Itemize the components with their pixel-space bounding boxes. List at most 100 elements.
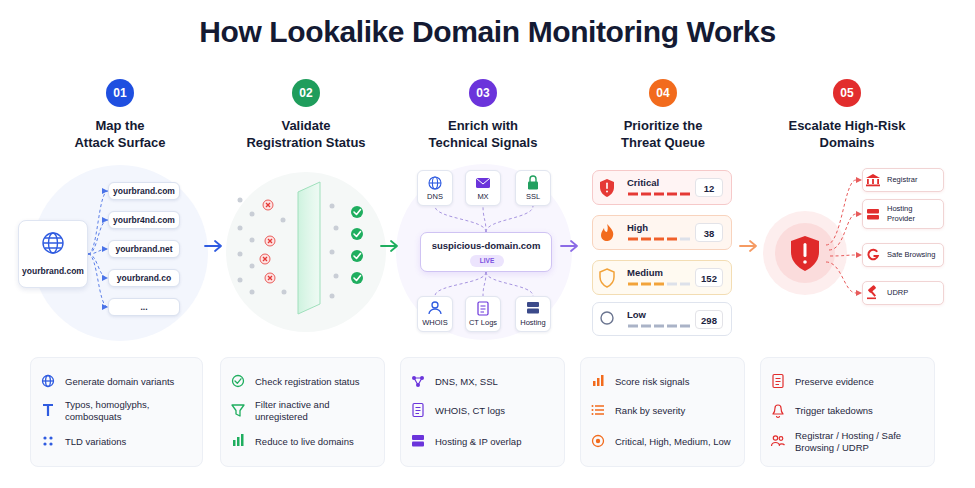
- step-number-text: 02: [292, 79, 320, 107]
- stage-two-illustration-part-part: [238, 198, 243, 203]
- panel-two-icons-part-part: [241, 434, 244, 446]
- stage-five-illustration-part: [826, 180, 856, 293]
- critical-icon-part: [606, 183, 608, 190]
- variant-pill: yourbrand.net: [108, 240, 180, 258]
- connector: [88, 191, 108, 254]
- dns-icon: [429, 177, 441, 189]
- bullet-text: Check registration status: [255, 367, 382, 397]
- stage-two-illustration-part-part: [263, 200, 273, 210]
- severity-label: Medium: [627, 267, 663, 278]
- node-label: Hosting Provider: [887, 204, 939, 224]
- panel-five-icons-part: [773, 405, 783, 414]
- medium-icon: [600, 269, 614, 287]
- stage-two-illustration-part-part: [351, 228, 363, 240]
- bullet-text: Filter inactive and unregistered: [255, 396, 382, 426]
- stage-five-illustration-part: [763, 211, 847, 295]
- panel-one-icons-part: [43, 380, 54, 381]
- registrar-icon-part: [877, 179, 879, 184]
- bullet-text: DNS, MX, SSL: [435, 367, 562, 397]
- panel-five-icons-part: [773, 375, 783, 388]
- ct-logs-icon-part: [478, 302, 488, 315]
- stage-two-illustration-part: [238, 198, 339, 299]
- panel-four-icons-part-part: [597, 378, 600, 386]
- stage-two-illustration-part-part: [266, 203, 270, 207]
- stage-two-illustration-part: [226, 172, 386, 332]
- node-label: suspicious-domain.com: [421, 240, 551, 251]
- mx-icon-part: [476, 178, 490, 188]
- stage-arrows-part: [205, 241, 221, 251]
- critical-icon-part: [600, 179, 614, 197]
- stage-two-illustration-part-part: [351, 272, 363, 284]
- panel-two-icons: [232, 376, 244, 447]
- stage-two-illustration-part-part: [330, 204, 335, 209]
- node-label: yourbrand.net: [115, 244, 172, 254]
- escalation-box: Safe Browsing: [862, 243, 944, 267]
- panel-one-icons-part-part: [49, 442, 52, 445]
- registrar-icon-part: [872, 179, 874, 184]
- step-number: 01Map the Attack Surface: [106, 79, 134, 107]
- step-heading: Enrich with Technical Signals: [424, 117, 542, 151]
- severity-bars: [628, 194, 690, 326]
- panel-three-icons-part: [413, 404, 423, 417]
- panel-four-icons-part-part: [592, 405, 594, 407]
- count-value: 298: [695, 310, 723, 329]
- registrar-icon-part: [866, 185, 880, 187]
- panel-three-icons-part-part: [412, 442, 424, 447]
- connector: [483, 272, 486, 296]
- panel-four-icons-part-part: [592, 413, 594, 415]
- stage-five-illustration-part: [804, 243, 807, 257]
- stage-two-illustration-part: [260, 200, 275, 283]
- panel-five-icons-part: [776, 379, 781, 385]
- variant-pill: yourbrand.com: [108, 182, 180, 200]
- panel-one-icons-part: [43, 436, 52, 445]
- panel-four-icons: [592, 375, 605, 447]
- panel-five-icons: [772, 375, 785, 447]
- severity-row: Critical12: [592, 170, 732, 205]
- ct-logs-icon-part: [481, 306, 486, 312]
- low-icon-part: [601, 312, 613, 324]
- stage-two-illustration-part-part: [260, 254, 270, 264]
- node-label: yourbr4nd.com: [113, 215, 175, 225]
- panel-two-icons-part: [232, 405, 244, 416]
- summary-panel: DNS, MX, SSLWHOIS, CT logsHosting & IP o…: [400, 357, 565, 467]
- node-label: UDRP: [887, 288, 908, 298]
- stage-two-illustration-part-part: [250, 290, 255, 295]
- node-label: yourbrand.com: [19, 266, 87, 276]
- step-number-text: 01: [106, 79, 134, 107]
- panel-two-icons-part-part: [237, 437, 240, 446]
- panel-four-icons-part: [592, 405, 594, 415]
- severity-label: Critical: [627, 177, 659, 188]
- connector: [435, 206, 486, 232]
- stage-five-illustration: [763, 177, 862, 296]
- dns-icon-part: [432, 177, 437, 189]
- panel-one-icons-part-part: [43, 442, 46, 445]
- node-label: Hosting: [516, 318, 550, 327]
- bullet-text: WHOIS, CT logs: [435, 396, 562, 426]
- stage-three-halo: [396, 164, 572, 340]
- registrar-icon-part: [867, 179, 869, 184]
- bullet-text: Typos, homoglyphs, combosquats: [65, 396, 200, 426]
- count-value: 38: [695, 223, 723, 242]
- step-number: 04Prioritize the Threat Queue: [649, 79, 677, 107]
- diagram-title: How Lookalike Domain Monitoring Works: [0, 14, 975, 50]
- panel-one-icons-part: [43, 376, 54, 387]
- stage-two-illustration-part-part: [238, 278, 243, 283]
- panel-four-icons-part: [593, 436, 604, 447]
- stage-two-illustration-part-part: [238, 226, 243, 231]
- safe-browsing-icon-part: [868, 250, 877, 260]
- bullet-text: Generate domain variants: [65, 367, 200, 397]
- signal-box: DNS: [417, 170, 453, 206]
- step-number-text: 05: [833, 79, 861, 107]
- stage-five-illustration-part: [803, 260, 807, 264]
- step-number-text: 03: [469, 79, 497, 107]
- panel-one-icons: [43, 376, 54, 446]
- escalation-box: UDRP: [862, 281, 944, 305]
- hosting-provider-icon-part: [867, 215, 879, 220]
- step-number: 05Escalate High-Risk Domains: [833, 79, 861, 107]
- severity-row: Low298: [592, 302, 732, 336]
- stage-two-illustration-part-part: [354, 254, 361, 259]
- severity-bars-part: [667, 283, 690, 286]
- step-heading: Escalate High-Risk Domains: [786, 117, 908, 151]
- globe-icon: [43, 233, 63, 253]
- step-number-text: 04: [649, 79, 677, 107]
